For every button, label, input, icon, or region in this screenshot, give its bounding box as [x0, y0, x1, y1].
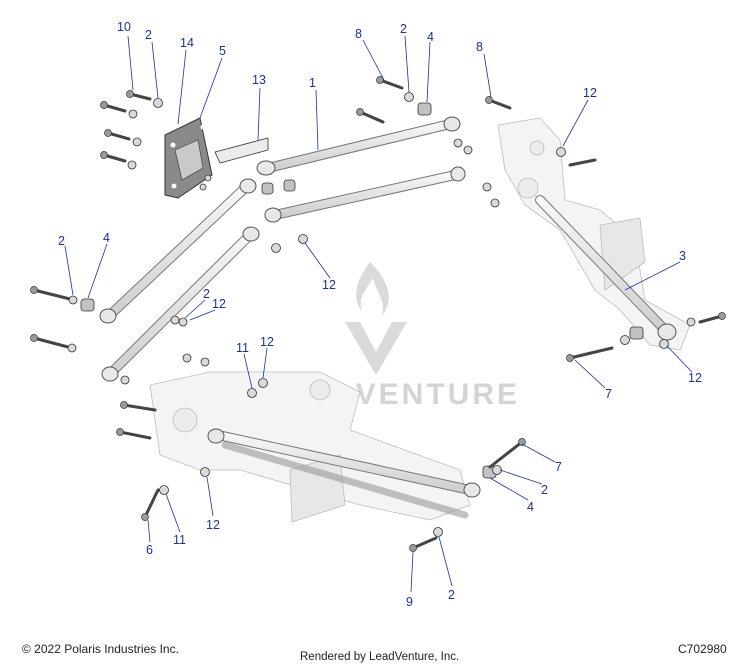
bolt-parts — [32, 78, 724, 550]
callout-11: 11 — [173, 533, 186, 547]
arm-left-upper — [99, 178, 257, 324]
callout-2: 2 — [400, 22, 407, 36]
nut-washer-parts — [67, 92, 696, 537]
callout-7: 7 — [555, 460, 562, 474]
callout-12: 12 — [583, 86, 597, 100]
bracket-plate-5 — [164, 117, 213, 199]
arm-lower-right — [264, 166, 466, 223]
callout-2: 2 — [541, 483, 548, 497]
frame-bottom-ghost — [149, 371, 471, 523]
callout-1: 1 — [309, 76, 316, 90]
callout-12: 12 — [206, 518, 220, 532]
callout-5: 5 — [219, 44, 226, 58]
callout-12: 12 — [212, 297, 226, 311]
callout-labels: 10 2 14 5 13 1 8 2 4 8 12 2 4 2 12 12 3 … — [58, 20, 702, 609]
callout-14: 14 — [180, 36, 194, 50]
callout-4: 4 — [103, 231, 110, 245]
callout-13: 13 — [252, 73, 266, 87]
callout-8: 8 — [355, 27, 362, 41]
callout-7: 7 — [605, 387, 612, 401]
arm-left-lower — [101, 226, 260, 382]
copyright-text: © 2022 Polaris Industries Inc. — [22, 642, 179, 656]
callout-12: 12 — [260, 335, 274, 349]
callout-6: 6 — [146, 543, 153, 557]
arm-3-right — [535, 195, 677, 341]
callout-4: 4 — [427, 30, 434, 44]
callout-2: 2 — [145, 28, 152, 42]
arm-1-upper — [256, 116, 461, 176]
bushing-parts — [80, 102, 644, 479]
callout-8: 8 — [476, 40, 483, 54]
callout-12: 12 — [688, 371, 702, 385]
part-code: C702980 — [678, 642, 727, 656]
bolt-heads — [30, 76, 726, 552]
callout-12: 12 — [322, 278, 336, 292]
callout-2: 2 — [58, 234, 65, 248]
arm-bottom — [207, 428, 481, 519]
callout-2: 2 — [448, 588, 455, 602]
callout-9: 9 — [406, 595, 413, 609]
leader-lines — [64, 35, 693, 593]
callout-4: 4 — [527, 500, 534, 514]
callout-3: 3 — [679, 249, 686, 263]
rendered-by-text: Rendered by LeadVenture, Inc. — [300, 651, 460, 663]
callout-2: 2 — [203, 287, 210, 301]
watermark-logo-icon — [345, 262, 407, 375]
frame-right-ghost — [497, 117, 691, 351]
callout-11: 11 — [236, 341, 249, 355]
shield-13 — [214, 137, 269, 164]
callout-10: 10 — [117, 20, 131, 34]
